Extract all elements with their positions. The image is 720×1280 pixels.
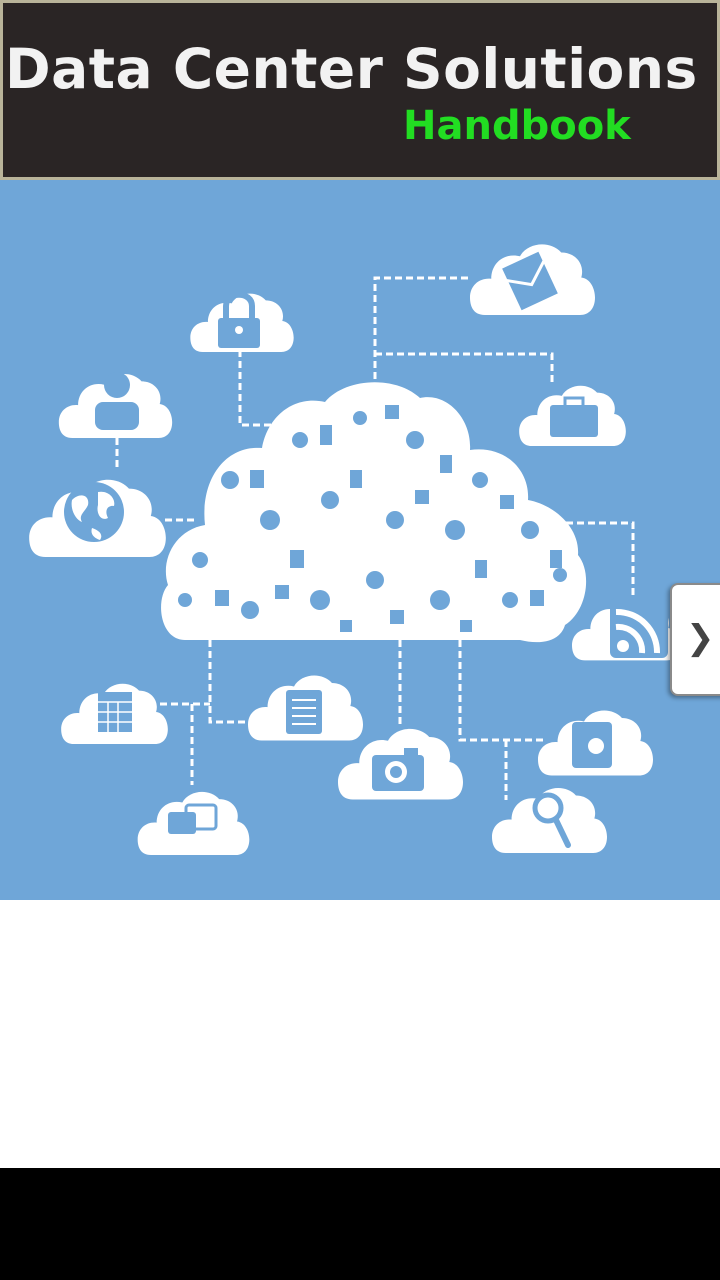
user-cloud: [58, 372, 173, 438]
app-subtitle: Handbook: [403, 103, 631, 149]
lock-cloud: [190, 291, 294, 352]
chevron-right-icon: ❯: [686, 618, 715, 658]
notebook-cloud: [538, 710, 653, 776]
next-page-tab[interactable]: ❯: [670, 583, 720, 696]
mail-cloud: [470, 244, 595, 315]
magnifier-cloud: [492, 788, 607, 853]
document-cloud: [248, 675, 363, 741]
cloud-network-illustration: [0, 180, 720, 900]
central-cloud: [161, 382, 587, 643]
camera-cloud: [338, 728, 463, 800]
briefcase-cloud: [519, 385, 626, 446]
globe-cloud: [29, 479, 166, 557]
rss-cloud: [572, 598, 680, 661]
header-banner: Data Center Solutions Handbook: [0, 0, 720, 180]
content-area: [0, 900, 720, 1168]
system-navigation-bar: [0, 1168, 720, 1280]
chat-cloud: [137, 791, 250, 855]
calendar-cloud: [61, 683, 168, 744]
app-title: Data Center Solutions: [5, 37, 698, 101]
